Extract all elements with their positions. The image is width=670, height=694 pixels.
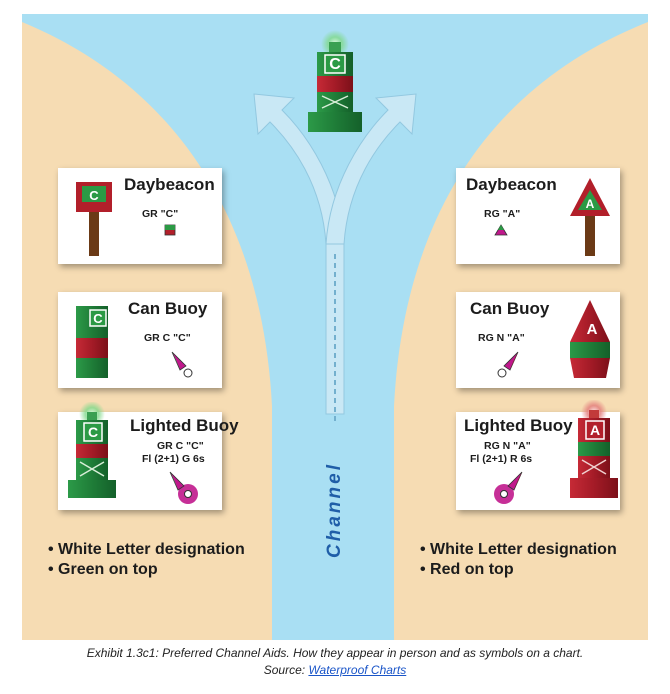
left-lighted-title: Lighted Buoy <box>130 416 239 435</box>
daybeacon-square-icon: C <box>76 182 112 256</box>
right-nun-letter: A <box>587 321 598 338</box>
arrow-up-right-icon <box>325 93 417 245</box>
left-daybeacon-title: Daybeacon <box>124 175 215 194</box>
left-lighted-chart-label-2: Fl (2+1) G 6s <box>142 453 205 465</box>
left-can-letter: C <box>93 311 103 326</box>
channel-scene: C <box>22 14 648 640</box>
left-lighted-chart-label-1: GR C "C" <box>157 440 204 452</box>
right-bullet-1: • White Letter designation <box>420 541 617 558</box>
can-buoy-icon: C <box>76 306 108 378</box>
channel-label-text: Channel <box>324 462 345 558</box>
chart-symbol-icon <box>171 351 193 378</box>
left-daybeacon-letter: C <box>89 188 99 203</box>
right-nun-title: Can Buoy <box>470 299 550 318</box>
left-can-title: Can Buoy <box>128 299 208 318</box>
diagram-panel: C C Daybeacon GR "C" C Can Buoy <box>22 14 648 640</box>
card-right-lighted-buoy: Lighted Buoy RG N "A" Fl (2+1) R 6s A <box>456 400 620 510</box>
source-link[interactable]: Waterproof Charts <box>308 663 407 677</box>
chart-symbol-icon <box>169 471 198 504</box>
caption-line-1: Exhibit 1.3c1: Preferred Channel Aids. H… <box>86 646 584 660</box>
left-lighted-letter: C <box>88 424 98 440</box>
right-daybeacon-title: Daybeacon <box>466 175 557 194</box>
left-daybeacon-chart-label: GR "C" <box>142 208 179 220</box>
daybeacon-triangle-icon: A <box>570 178 610 256</box>
channel-label: Channel <box>320 450 350 570</box>
top-buoy-letter: C <box>329 56 341 73</box>
right-bullets: • White Letter designation • Red on top <box>420 540 617 580</box>
right-daybeacon-chart-label: RG "A" <box>484 208 521 220</box>
right-daybeacon-letter: A <box>586 197 595 211</box>
nun-buoy-icon: A <box>570 300 610 378</box>
right-lighted-chart-label-2: Fl (2+1) R 6s <box>470 453 533 465</box>
left-bullet-2: • Green on top <box>48 561 158 578</box>
right-bullet-2: • Red on top <box>420 561 514 578</box>
chart-symbol-icon <box>497 351 519 378</box>
right-lighted-chart-label-1: RG N "A" <box>484 440 531 452</box>
top-lighted-buoy: C <box>308 30 362 132</box>
lighted-nun-buoy-icon: A <box>570 400 618 498</box>
chart-symbol-icon <box>164 224 176 236</box>
caption-source-prefix: Source: <box>263 663 309 677</box>
left-bullet-1: • White Letter designation <box>48 541 245 558</box>
right-lighted-title: Lighted Buoy <box>464 416 573 435</box>
caption-line-2: Source: Waterproof Charts <box>0 662 670 679</box>
right-nun-chart-label: RG N "A" <box>478 332 525 344</box>
chart-symbol-icon <box>494 224 508 236</box>
right-lighted-letter: A <box>590 422 600 438</box>
card-right-daybeacon: Daybeacon RG "A" A <box>456 168 620 264</box>
left-can-chart-label: GR C "C" <box>144 332 191 344</box>
left-bullets: • White Letter designation • Green on to… <box>48 540 245 580</box>
chart-symbol-icon <box>494 471 523 504</box>
lighted-buoy-icon: C <box>68 402 116 498</box>
figure-caption: Exhibit 1.3c1: Preferred Channel Aids. H… <box>0 645 670 679</box>
fork-arrows <box>253 93 417 424</box>
card-right-nun-buoy: Can Buoy RG N "A" A <box>456 292 620 388</box>
card-left-daybeacon: C Daybeacon GR "C" <box>58 168 222 264</box>
card-left-can-buoy: C Can Buoy GR C "C" <box>58 292 222 388</box>
card-left-lighted-buoy: C Lighted Buoy GR C "C" Fl (2+1) G 6s <box>58 402 239 510</box>
